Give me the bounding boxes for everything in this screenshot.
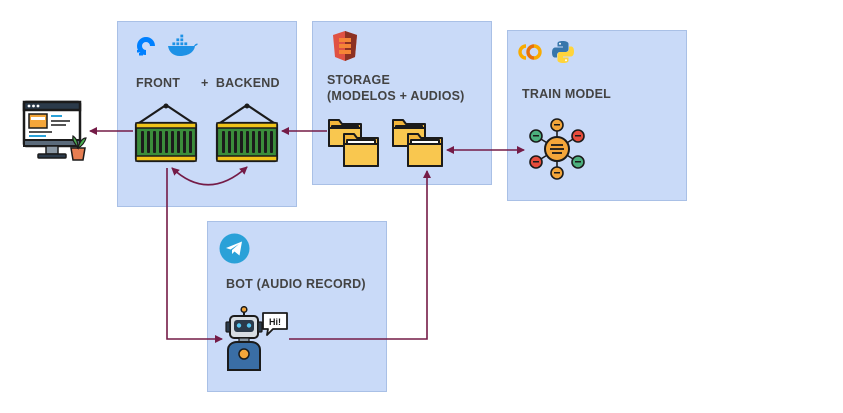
- folder-icon: [392, 119, 443, 167]
- speech-bubble-text: Hi!: [269, 317, 281, 327]
- arrow-front-to-bot: [166, 168, 223, 343]
- network-hub-icon: [529, 118, 585, 180]
- storage-label: STORAGE (MODELOS + AUDIOS): [327, 72, 465, 104]
- colab-icon: [518, 44, 542, 60]
- python-icon: [552, 41, 574, 63]
- train-model-label: TRAIN MODEL: [522, 87, 611, 101]
- container-icon: [215, 103, 279, 163]
- storage-label-line2: (MODELOS + AUDIOS): [327, 89, 465, 103]
- arrow-front-backend-curve: [171, 166, 248, 186]
- backend-label: + BACKEND: [201, 76, 280, 90]
- arrow-bot-to-storage: [289, 170, 431, 340]
- storage-label-line1: STORAGE: [327, 73, 390, 87]
- folder-icon: [328, 119, 379, 167]
- front-label: FRONT: [136, 76, 181, 90]
- aws-s3-icon: [333, 31, 357, 61]
- computer-monitor-icon: [22, 100, 87, 161]
- telegram-icon: [219, 233, 250, 264]
- robot-icon: [225, 306, 263, 371]
- front-backend-box: [117, 21, 297, 207]
- bot-label: BOT (AUDIO RECORD): [226, 277, 366, 291]
- digitalocean-icon: [137, 37, 155, 56]
- docker-icon: [168, 34, 198, 56]
- container-icon: [134, 103, 198, 163]
- speech-bubble-icon: Hi!: [262, 312, 288, 336]
